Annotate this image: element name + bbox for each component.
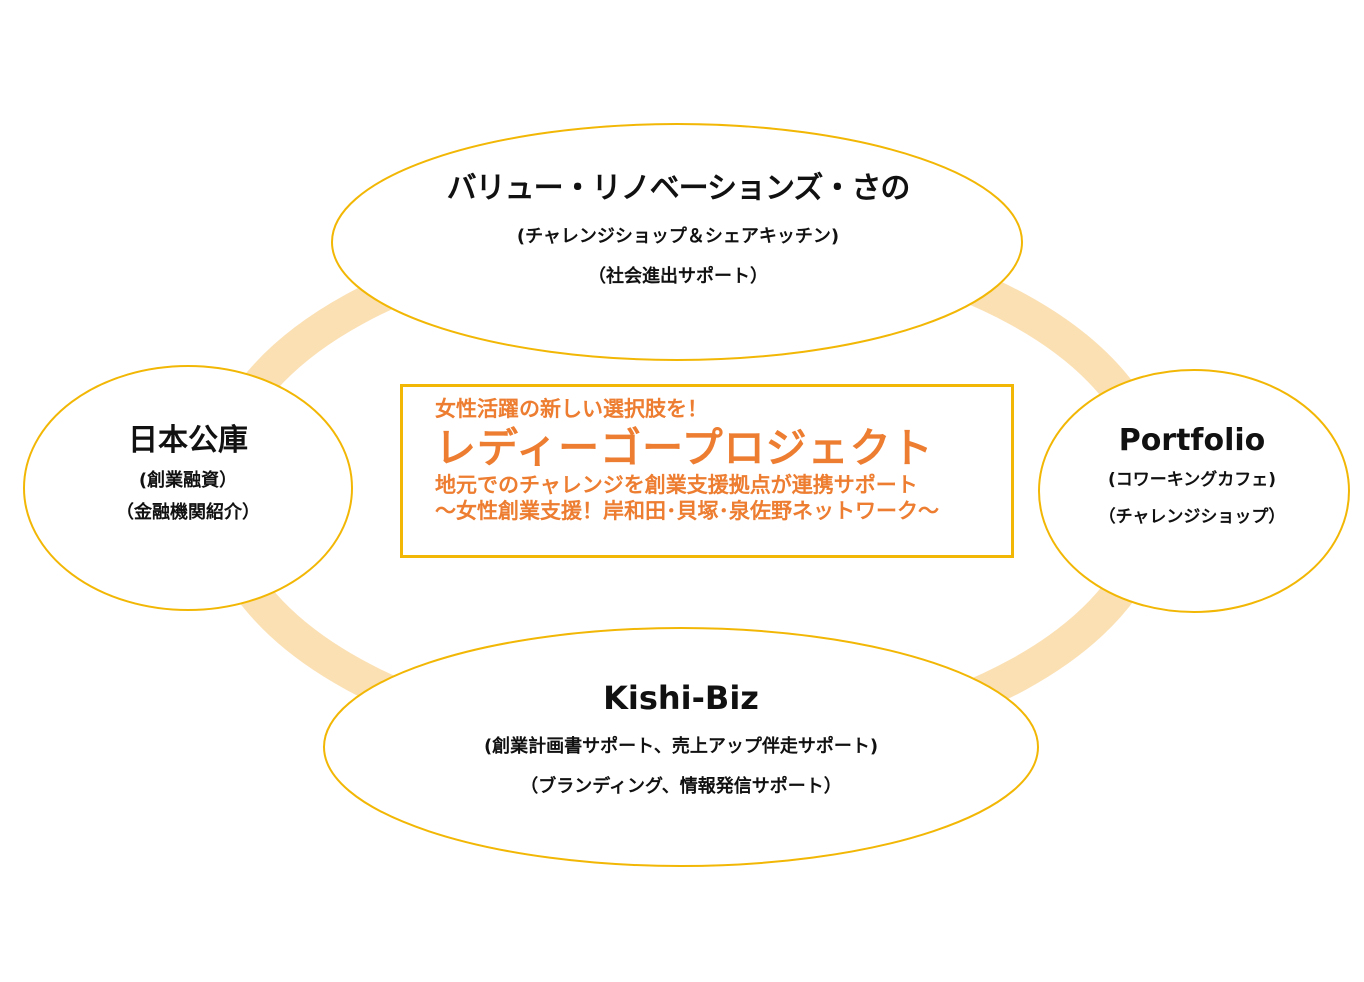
project-description: 地元でのチャレンジを創業支援拠点が連携サポート xyxy=(435,473,918,497)
project-title: レディーゴープロジェクト xyxy=(435,424,934,472)
node-subtitle: （金融機関紹介） xyxy=(116,502,260,523)
node-top-ellipse xyxy=(331,123,1023,361)
node-right-ellipse xyxy=(1038,369,1350,613)
node-title: 日本公庫 xyxy=(128,423,248,458)
node-subtitle: (チャレンジショップ＆シェアキッチン) xyxy=(516,226,840,247)
node-title: バリュー・リノベーションズ・さの xyxy=(446,171,911,206)
project-network-name: ～女性創業支援！岸和田･貝塚･泉佐野ネットワーク～ xyxy=(435,499,939,523)
node-portfolio: Portfolio (コワーキングカフェ) （チャレンジショップ） xyxy=(1038,426,1346,546)
node-japan-finance-corporation: 日本公庫 (創業融資） （金融機関紹介） xyxy=(28,426,348,536)
center-project-box: 女性活躍の新しい選択肢を！ レディーゴープロジェクト 地元でのチャレンジを創業支… xyxy=(400,384,1014,558)
node-subtitle: (創業計画書サポート、売上アップ伴走サポート) xyxy=(483,736,879,757)
node-subtitle: (コワーキングカフェ) xyxy=(1107,470,1277,490)
node-subtitle: （ブランディング、情報発信サポート） xyxy=(520,776,842,797)
node-left-ellipse xyxy=(23,365,353,611)
node-title: Portfolio xyxy=(1118,423,1266,458)
node-subtitle: （社会進出サポート） xyxy=(588,266,768,287)
node-bottom-ellipse xyxy=(323,627,1039,867)
node-title: Kishi-Biz xyxy=(603,679,759,717)
node-subtitle: （チャレンジショップ） xyxy=(1098,507,1286,527)
node-subtitle: (創業融資） xyxy=(138,470,238,491)
node-value-renovations-sano: バリュー・リノベーションズ・さの (チャレンジショップ＆シェアキッチン) （社会… xyxy=(338,174,1018,308)
project-tagline: 女性活躍の新しい選択肢を！ xyxy=(435,397,708,421)
node-kishi-biz: Kishi-Biz (創業計画書サポート、売上アップ伴走サポート) （ブランディ… xyxy=(328,682,1034,818)
